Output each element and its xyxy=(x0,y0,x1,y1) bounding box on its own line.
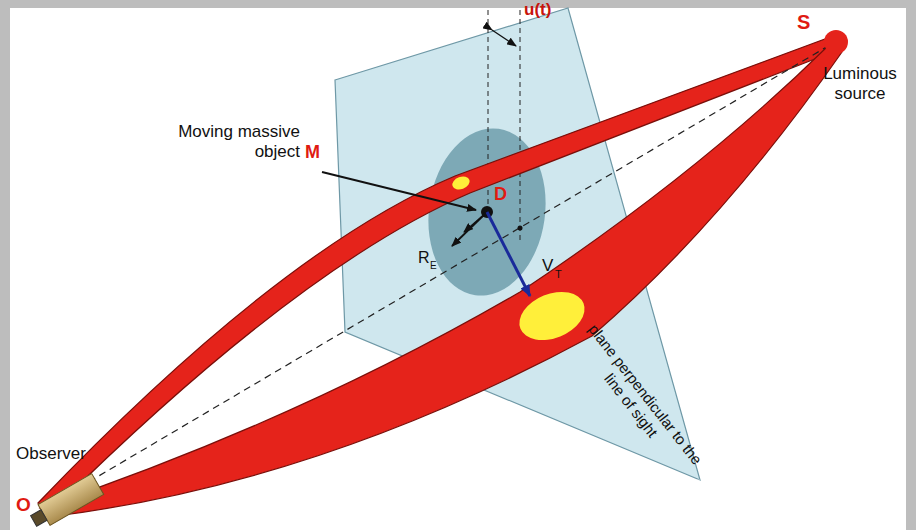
velocity-label: V xyxy=(542,256,553,276)
source-star xyxy=(824,30,848,54)
point-label: S xyxy=(797,10,810,34)
light-path xyxy=(40,46,842,516)
subscript: T xyxy=(555,268,562,281)
image-spot xyxy=(450,174,471,191)
observer-label: Observer xyxy=(16,444,86,464)
radius-label: R xyxy=(418,248,430,267)
light-path xyxy=(38,36,838,509)
line-of-sight xyxy=(58,42,835,500)
variable-label: u(t) xyxy=(524,0,551,20)
page-ground xyxy=(10,8,906,530)
point-label: D xyxy=(494,184,507,206)
subscript: E xyxy=(430,260,437,272)
image-spot xyxy=(512,283,592,349)
source-label: Luminous source xyxy=(812,64,908,105)
point-label: O xyxy=(16,494,31,517)
object-label: Moving massive object xyxy=(158,122,300,163)
point-label: M xyxy=(305,142,320,164)
observer-telescope xyxy=(28,474,104,530)
velocity-arrow xyxy=(487,212,530,296)
